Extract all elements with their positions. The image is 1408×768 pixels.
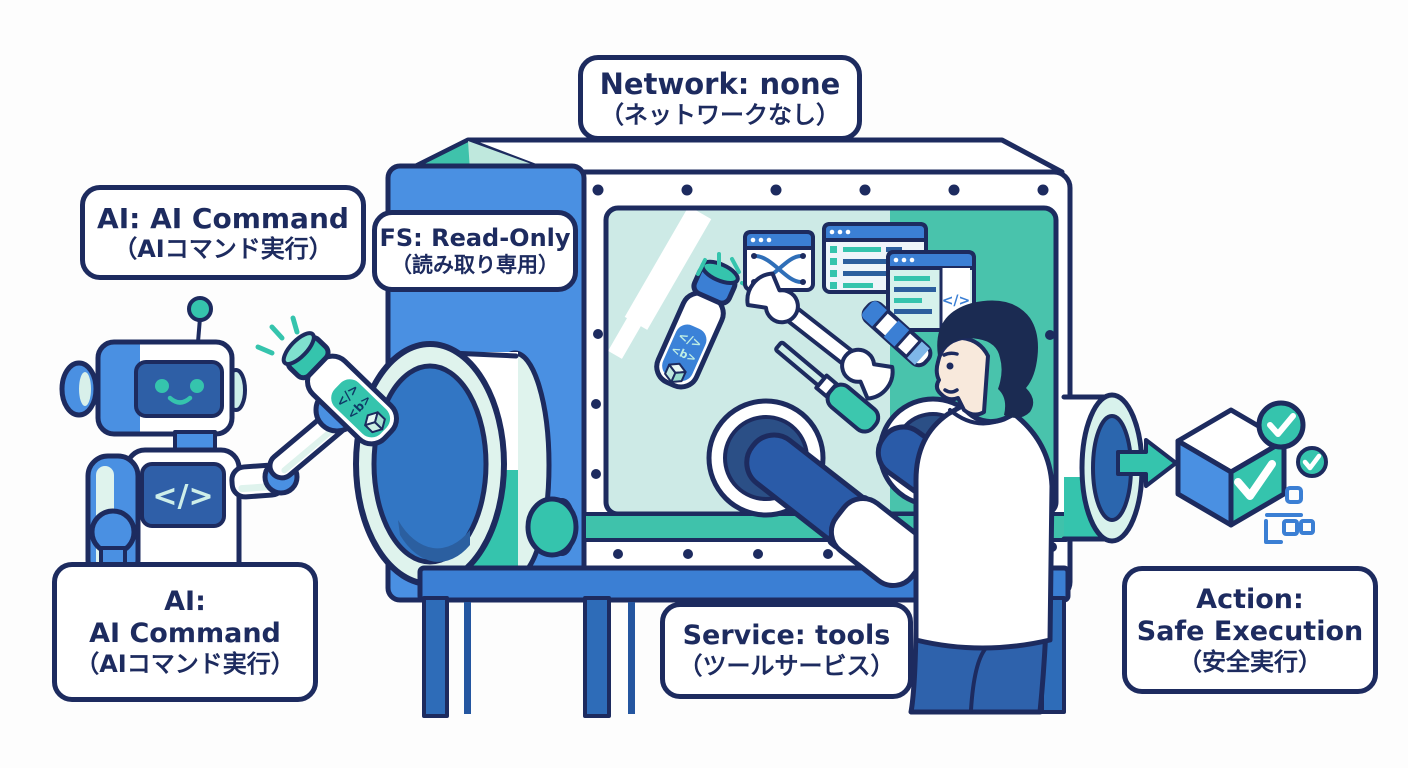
ai-command-label-top: AI: AI Command （AIコマンド実行） [80,185,366,280]
probe-pen-icon [861,300,933,368]
knob [525,496,579,558]
person-collar [948,408,1008,426]
service-tools-label: Service: tools （ツールサービス） [660,602,913,699]
robot: </> [59,296,399,603]
code-window-2: </> [886,250,976,332]
code-lines-2 [894,276,936,314]
robot-face-screen [134,360,224,418]
window-vial-cube-icon [664,362,687,384]
person-mouth [943,388,959,394]
fs-readonly-label: FS: Read-Only （読み取り専用） [372,210,578,292]
cube-check-icon [1234,460,1276,500]
fs-readonly-label-jp: （読み取り専用） [391,252,559,277]
action-label-en1: Action: [1196,583,1304,615]
person-eye [946,362,954,370]
robot-smile [167,395,193,405]
ai-command-label-bottom-en2: AI Command [89,617,281,649]
robot-vial: </> <b> [281,331,399,447]
network-label-en: Network: none [599,66,841,101]
person-head [934,300,1038,418]
wrench-icon [745,271,895,401]
ai-command-label-bottom: AI: AI Command （AIコマンド実行） [52,562,318,702]
robot-left-arm [85,453,141,583]
shuffle-dots [751,253,806,285]
robot-eye-left [155,379,169,393]
ai-command-label-top-en: AI: AI Command [97,201,349,235]
robot-chest-panel [140,462,226,528]
robot-antenna [187,296,213,322]
robot-eye-right [190,379,204,393]
action-safe-execution-label: Action: Safe Execution （安全実行） [1122,566,1378,694]
person-hair [937,300,1038,418]
ai-command-label-bottom-jp: （AIコマンド実行） [75,649,295,678]
glass-reflection [608,206,712,359]
ai-command-label-top-jp: （AIコマンド実行） [113,234,333,263]
artifact-icon [1264,486,1315,544]
person [908,300,1055,715]
ai-command-label-bottom-en1: AI: [164,585,206,617]
check-badge-small [1296,446,1328,478]
network-label: Network: none （ネットワークなし） [578,55,862,141]
code-lines [830,246,902,289]
robot-vial-cube-icon [364,411,386,434]
rivets [591,184,1057,552]
code-window-glyph: </> [942,293,971,309]
robot-chest-glyph: </> [152,479,213,514]
network-label-jp: （ネットワークなし） [600,100,840,129]
fs-readonly-label-en: FS: Read-Only [379,224,571,253]
robot-head [59,339,235,437]
window-vial: </> <b> [654,259,740,390]
screwdriver-icon [774,340,881,434]
window-dots [750,237,772,243]
sparkle-robot [255,315,300,356]
action-label-jp: （安全実行） [1178,647,1322,676]
action-label-en2: Safe Execution [1136,615,1364,647]
arrow-right-icon [1116,438,1178,488]
service-tools-label-en: Service: tools [682,620,891,652]
exit-port [1061,392,1145,544]
check-badge-large [1256,400,1306,450]
person-torso [913,403,1055,651]
entry-port [353,341,552,587]
service-tools-label-jp: （ツールサービス） [678,652,895,681]
